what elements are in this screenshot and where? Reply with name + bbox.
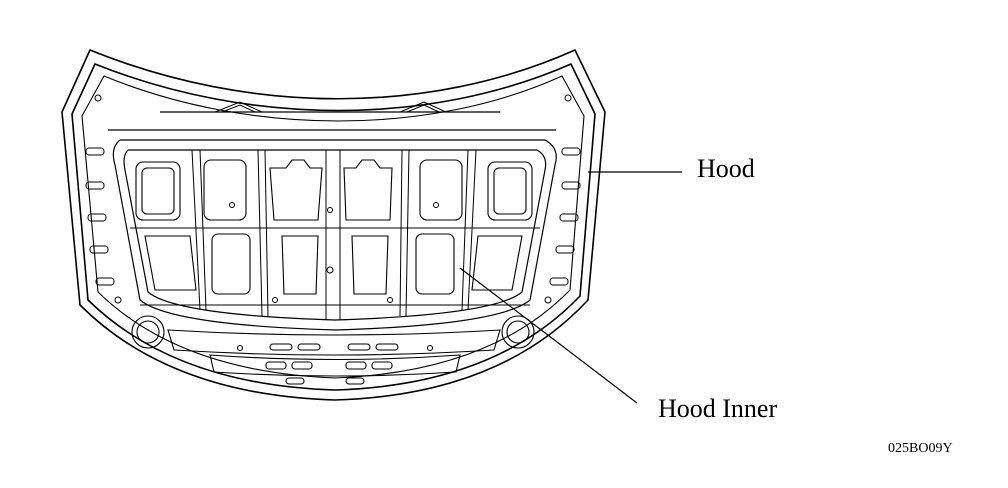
hood-inner-label: Hood Inner (658, 394, 778, 423)
mounting-holes (95, 95, 571, 303)
lower-cells (145, 234, 522, 294)
hood-label: Hood (697, 154, 755, 183)
side-slots (86, 148, 580, 285)
hood-inner-leader-line (460, 268, 637, 403)
hood-vents (215, 102, 446, 112)
figure-code: 025BO09Y (888, 441, 953, 456)
upper-cells (136, 160, 532, 220)
front-cross-member (132, 316, 534, 384)
leader-lines (460, 172, 682, 403)
inner-ribs (130, 150, 540, 320)
